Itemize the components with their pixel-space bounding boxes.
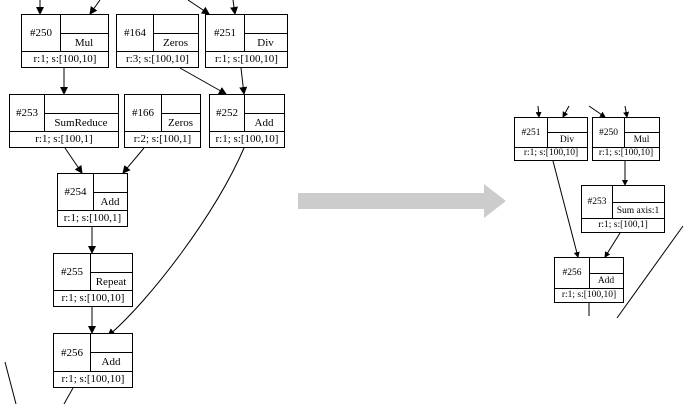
node-op: Div	[257, 36, 274, 49]
node-id: #252	[210, 95, 245, 131]
transform-arrow	[298, 184, 506, 218]
node-251: #251 Div r:1; s:[100,10]	[205, 14, 288, 68]
node-id: #256	[555, 258, 590, 288]
edge-in-r250a	[588, 105, 606, 118]
node-op: Mul	[74, 36, 94, 49]
node-meta: r:1; s:[100,1]	[63, 211, 122, 224]
node-253: #253 SumReduce r:1; s:[100,1]	[9, 94, 119, 148]
edge-stray-right	[616, 225, 684, 319]
edge-253-254	[64, 147, 83, 174]
node-id: #255	[54, 254, 91, 290]
node-r253: #253 Sum axis:1 r:1; s:[100,1]	[581, 185, 665, 233]
node-op: Zeros	[167, 116, 194, 129]
node-id: #250	[593, 118, 625, 147]
node-250: #250 Mul r:1; s:[100,10]	[21, 14, 109, 68]
node-meta: r:1; s:[100,10]	[561, 289, 617, 300]
node-id: #166	[125, 95, 162, 131]
node-meta: r:1; s:[100,10]	[215, 132, 279, 145]
edge-stray-left	[4, 361, 17, 404]
node-id: #254	[58, 174, 94, 210]
node-op: Add	[101, 356, 121, 368]
node-meta: r:1; s:[100,10]	[61, 372, 125, 385]
node-meta: r:2; s:[100,1]	[133, 132, 192, 145]
node-meta: r:1; s:[100,10]	[215, 52, 278, 65]
edge-166-254	[122, 147, 145, 174]
edge-252-256	[107, 147, 245, 337]
node-164: #164 Zeros r:3; s:[100,10]	[116, 14, 199, 68]
node-r256: #256 Add r:1; s:[100,10]	[554, 257, 624, 303]
node-op: Add	[100, 195, 120, 208]
node-op: Repeat	[95, 275, 127, 288]
node-op: Zeros	[162, 36, 189, 49]
edge-in-251b	[230, 0, 238, 15]
node-id: #256	[54, 334, 91, 371]
edge-in-r251b	[562, 105, 570, 118]
node-id: #253	[582, 186, 613, 218]
node-id: #253	[10, 95, 45, 131]
node-op: Add	[597, 276, 615, 286]
node-r251: #251 Div r:1; s:[100,10]	[514, 117, 588, 161]
node-meta: r:1; s:[100,1]	[35, 132, 93, 145]
node-166: #166 Zeros r:2; s:[100,1]	[124, 94, 201, 148]
node-op: Mul	[633, 135, 650, 145]
node-id: #251	[206, 15, 245, 51]
node-id: #251	[515, 118, 548, 147]
edge-in-251a	[187, 0, 210, 15]
node-meta: r:3; s:[100,10]	[126, 52, 189, 65]
edge-in-250b	[89, 0, 101, 15]
node-meta: r:1; s:[100,10]	[523, 148, 579, 158]
node-meta: r:1; s:[100,1]	[598, 219, 648, 230]
edge-251-252	[239, 67, 248, 95]
edge-in-r250b	[623, 105, 630, 118]
node-252: #252 Add r:1; s:[100,10]	[209, 94, 285, 148]
edge-out-256	[63, 387, 74, 404]
node-meta: r:1; s:[100,10]	[598, 148, 654, 158]
edge-r251-r256	[552, 160, 580, 258]
node-id: #164	[117, 15, 154, 51]
node-254: #254 Add r:1; s:[100,1]	[57, 173, 128, 227]
node-id: #250	[22, 15, 61, 51]
node-255: #255 Repeat r:1; s:[100,10]	[53, 253, 133, 307]
node-op: SumReduce	[54, 116, 108, 129]
edge-164-252	[179, 67, 227, 95]
edge-in-r251a	[535, 105, 542, 118]
node-meta: r:1; s:[100,10]	[61, 291, 125, 304]
node-meta: r:1; s:[100,10]	[33, 52, 97, 65]
node-op: Add	[254, 116, 274, 129]
edge-r253-r256	[604, 232, 621, 258]
node-op: Sum axis:1	[616, 205, 660, 216]
node-r250: #250 Mul r:1; s:[100,10]	[592, 117, 660, 161]
node-op: Div	[559, 135, 575, 145]
node-256: #256 Add r:1; s:[100,10]	[53, 333, 133, 388]
